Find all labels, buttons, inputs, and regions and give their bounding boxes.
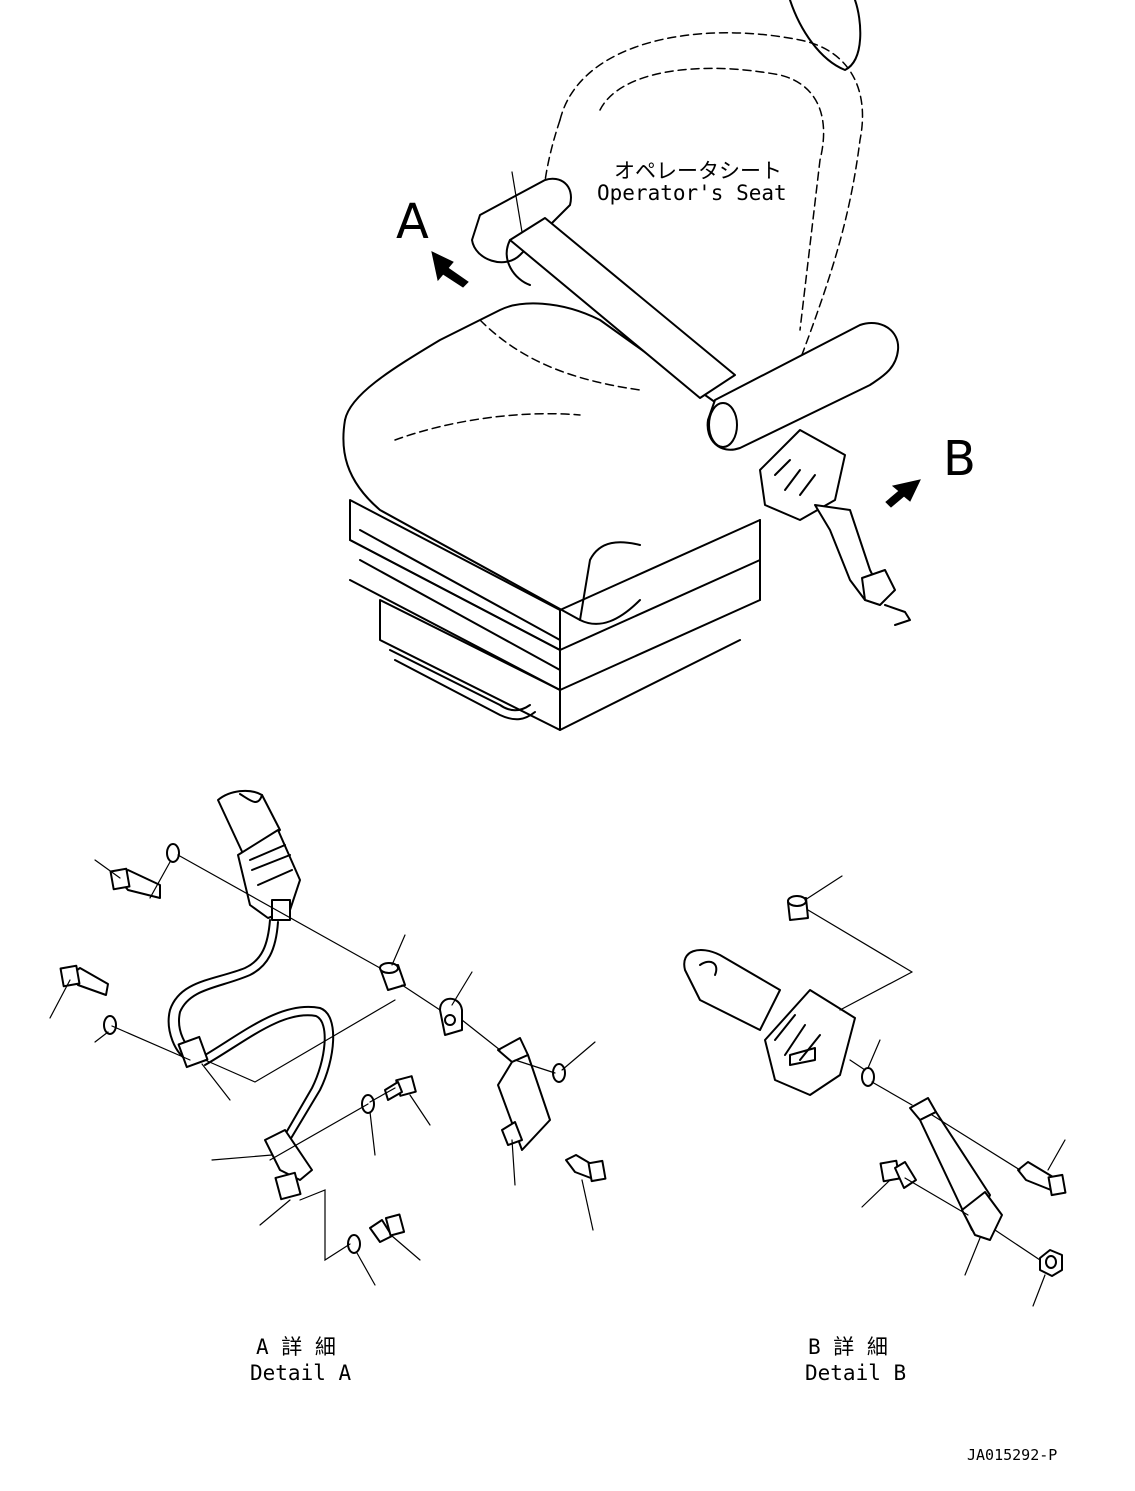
operator-seat xyxy=(342,0,911,731)
view-b-arrow-icon xyxy=(885,479,921,508)
bracket-a-icon xyxy=(497,1037,551,1151)
washer-5-icon xyxy=(347,1234,361,1254)
view-b-label: B xyxy=(943,431,976,487)
detail-b-caption-en: Detail B xyxy=(805,1361,906,1385)
washer-1-icon xyxy=(166,843,180,863)
bolt-3-icon xyxy=(384,1075,417,1101)
bracket-b-icon xyxy=(909,1097,1003,1241)
clamp-icon xyxy=(439,997,463,1036)
detail-b-assembly xyxy=(683,875,1067,1307)
bolt-2-icon xyxy=(59,964,109,996)
drawing-code: JA015292-P xyxy=(967,1446,1057,1464)
detail-a-assembly xyxy=(49,789,607,1286)
washer-b-icon xyxy=(861,1067,875,1087)
nut-b-icon xyxy=(1039,1249,1063,1277)
bolt-4-icon xyxy=(565,1154,607,1183)
detail-b-caption-jp: B 詳 細 xyxy=(808,1335,888,1359)
detail-a-caption-en: Detail A xyxy=(250,1361,352,1385)
collar-b-icon xyxy=(787,895,809,921)
bolt-b1-icon xyxy=(1017,1161,1067,1197)
collar-icon xyxy=(379,962,406,991)
view-a-arrow-icon xyxy=(431,251,469,288)
seat-label-en: Operator's Seat xyxy=(597,181,787,205)
bolt-5-icon xyxy=(369,1213,406,1243)
bolt-1-icon xyxy=(109,867,161,899)
washer-2-icon xyxy=(103,1015,117,1035)
washer-3-icon xyxy=(552,1063,566,1083)
detail-a-caption-jp: A 詳 細 xyxy=(256,1335,336,1359)
view-a-label: A xyxy=(396,194,429,250)
seat-label-jp: オペレータシート xyxy=(614,159,782,183)
